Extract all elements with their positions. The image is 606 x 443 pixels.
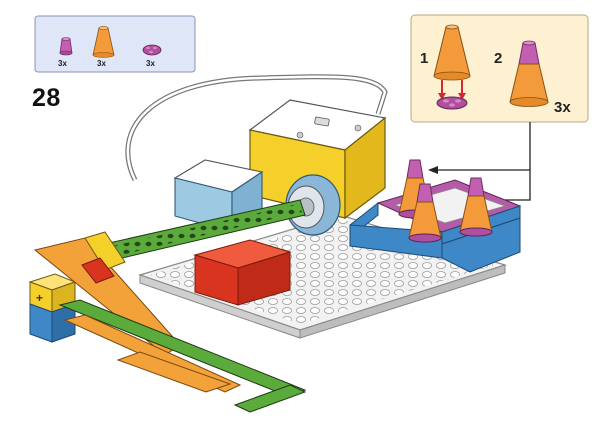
magenta-round-plate-icon: [142, 44, 162, 56]
ramp-beams: [33, 231, 307, 413]
repeat-label: 3x: [554, 99, 571, 116]
large-orange-cone-icon: [92, 26, 115, 58]
arrow-head: [428, 166, 438, 174]
callout-pointer: [438, 122, 531, 201]
quantity-label: 3x: [146, 59, 155, 68]
small-magenta-cone-icon: [59, 37, 73, 56]
substep-2-label: 2: [494, 50, 502, 67]
quantity-label: 3x: [97, 59, 106, 68]
quantity-label: 3x: [58, 59, 67, 68]
red-brick: [193, 239, 292, 306]
orange-cone-icon: [433, 24, 471, 81]
step-number: 28: [32, 84, 61, 112]
cone-front: [408, 183, 442, 243]
attach-arrows: [438, 80, 466, 100]
parts-callout: 3x 3x 3x: [34, 15, 196, 73]
substep-1-label: 1: [420, 50, 428, 67]
assembled-cone-icon: [509, 40, 549, 107]
cone-back-right: [459, 177, 493, 237]
assembly-callout: 1 2 3x: [410, 14, 589, 123]
plus-sign: +: [36, 291, 43, 305]
magenta-round-plate-icon: [436, 96, 468, 110]
smart-hub: [248, 99, 387, 220]
